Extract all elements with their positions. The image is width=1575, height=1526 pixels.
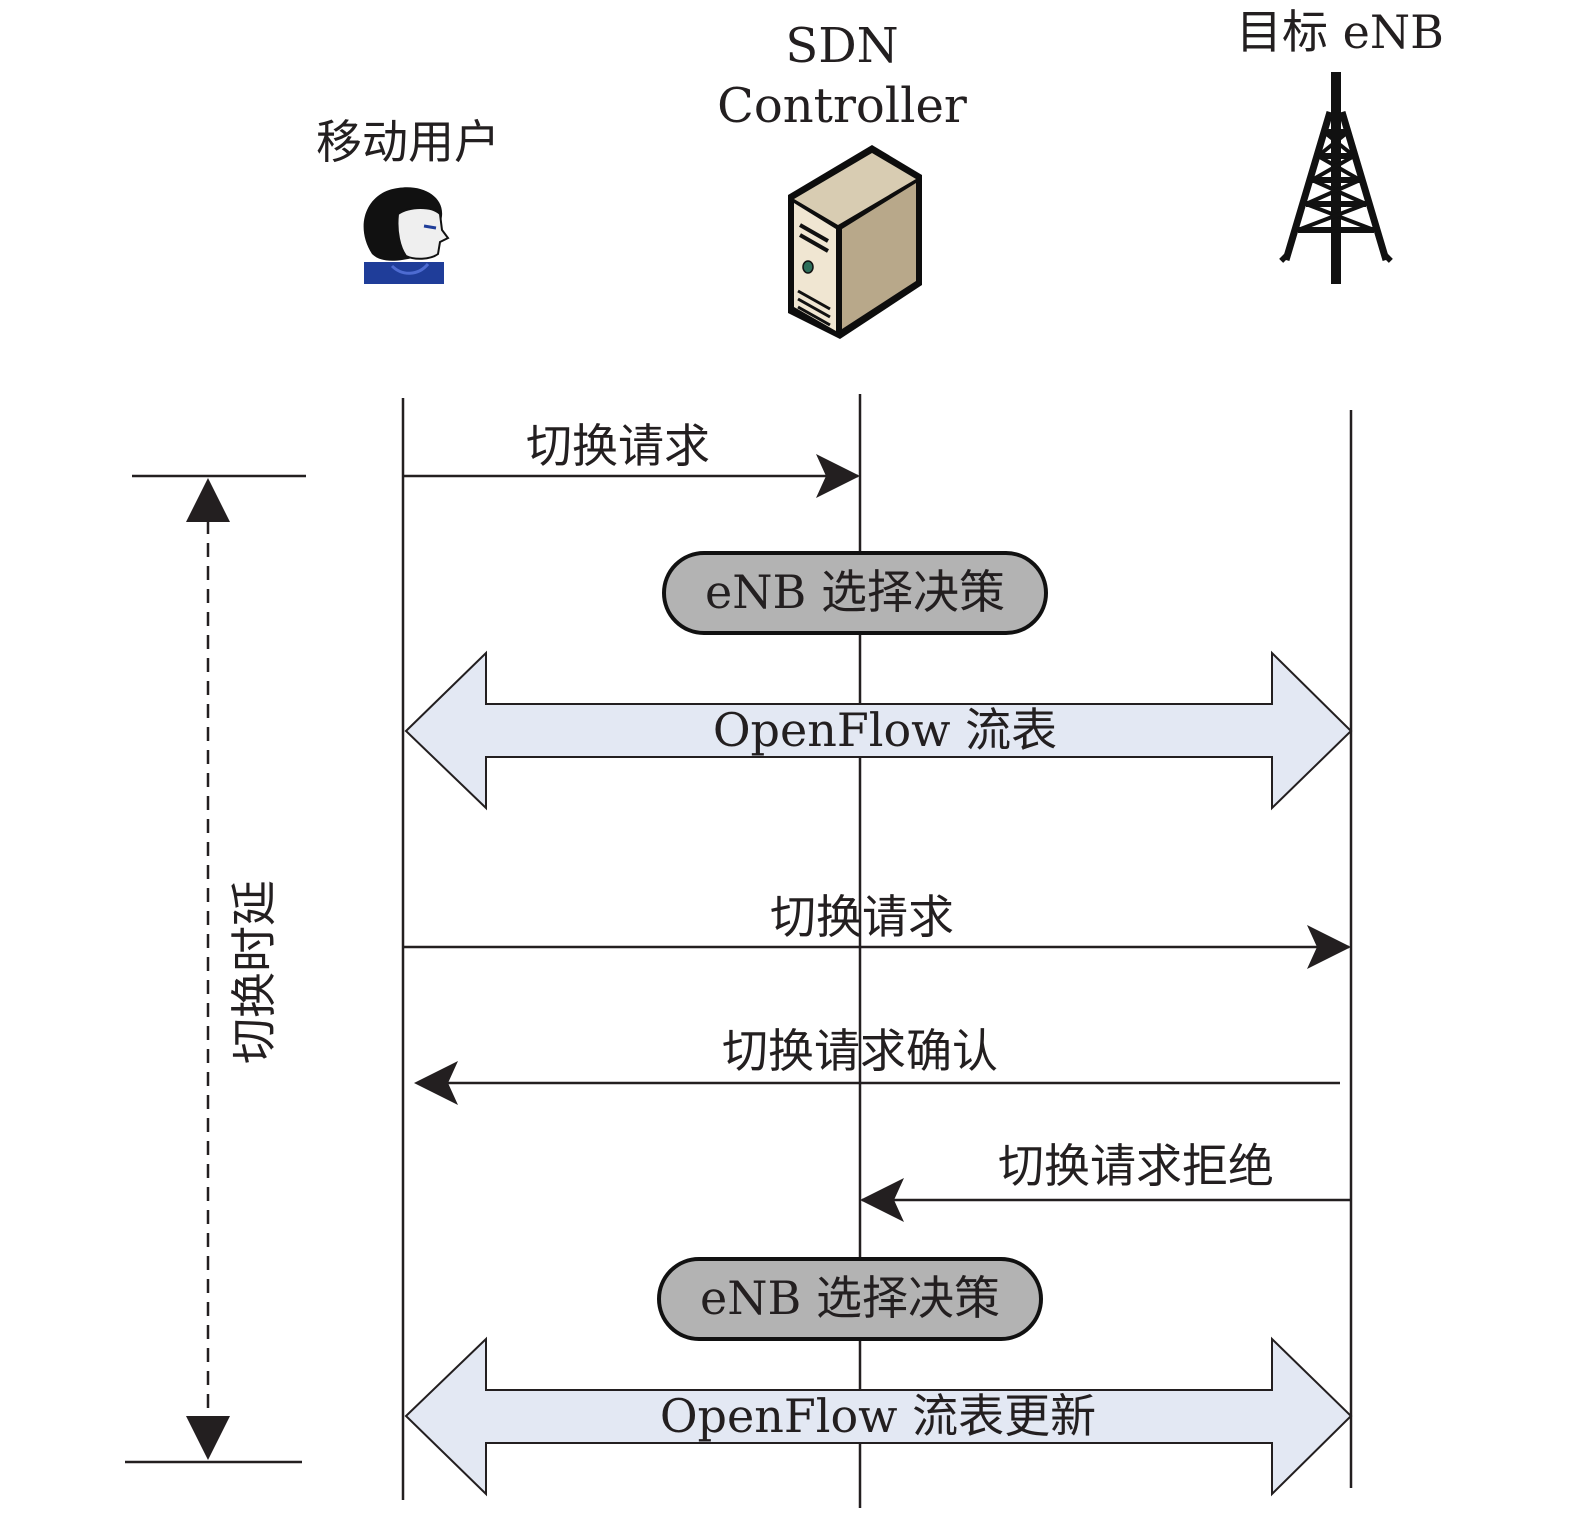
latency-down-arrowhead bbox=[186, 1416, 230, 1460]
latency-label: 切换时延 bbox=[227, 880, 281, 1064]
message-handover-request-2: 切换请求 bbox=[403, 890, 1351, 969]
decision-pill bbox=[662, 551, 1048, 635]
openflow-arrow-1: OpenFlow 流表 bbox=[404, 650, 1353, 811]
message-handover-request-reject: 切换请求拒绝 bbox=[860, 1139, 1351, 1222]
message-handover-request-ack: 切换请求确认 bbox=[414, 1024, 1340, 1105]
decision-label: eNB 选择决策 bbox=[700, 1271, 1000, 1325]
openflow-update-label: OpenFlow 流表更新 bbox=[660, 1389, 1096, 1443]
cell-tower-icon bbox=[1279, 72, 1393, 284]
message-label: 切换请求确认 bbox=[722, 1024, 998, 1078]
target-enb-label: 目标 eNB bbox=[1236, 5, 1444, 59]
participant-target-enb: 目标 eNB bbox=[1236, 5, 1444, 284]
double-arrow-shape bbox=[404, 650, 1353, 811]
decision-box-2: eNB 选择决策 bbox=[657, 1257, 1043, 1341]
latency-bracket: 切换时延 bbox=[125, 474, 306, 1464]
sdn-label-line1: SDN bbox=[785, 18, 898, 74]
sdn-label-line2: Controller bbox=[717, 78, 967, 134]
participant-mobile-user: 移动用户 bbox=[316, 115, 500, 286]
user-icon bbox=[362, 186, 454, 286]
message-handover-request-1: 切换请求 bbox=[403, 419, 860, 498]
latency-up-arrowhead bbox=[186, 478, 230, 522]
participant-sdn-controller: SDN Controller bbox=[717, 18, 967, 339]
openflow-label: OpenFlow 流表 bbox=[713, 703, 1057, 757]
message-label: 切换请求 bbox=[770, 890, 954, 944]
mobile-user-label: 移动用户 bbox=[316, 115, 500, 169]
arrowhead-left bbox=[860, 1178, 904, 1222]
decision-label: eNB 选择决策 bbox=[705, 565, 1005, 619]
arrowhead-right bbox=[816, 454, 860, 498]
openflow-arrow-2: OpenFlow 流表更新 bbox=[404, 1336, 1353, 1497]
arrowhead-left bbox=[414, 1061, 458, 1105]
decision-pill bbox=[657, 1257, 1043, 1341]
double-arrow-shape bbox=[404, 1336, 1353, 1497]
server-icon bbox=[788, 145, 922, 339]
arrowhead-right bbox=[1307, 925, 1351, 969]
message-label: 切换请求 bbox=[526, 419, 710, 473]
decision-box-1: eNB 选择决策 bbox=[662, 551, 1048, 635]
message-label: 切换请求拒绝 bbox=[998, 1139, 1274, 1193]
